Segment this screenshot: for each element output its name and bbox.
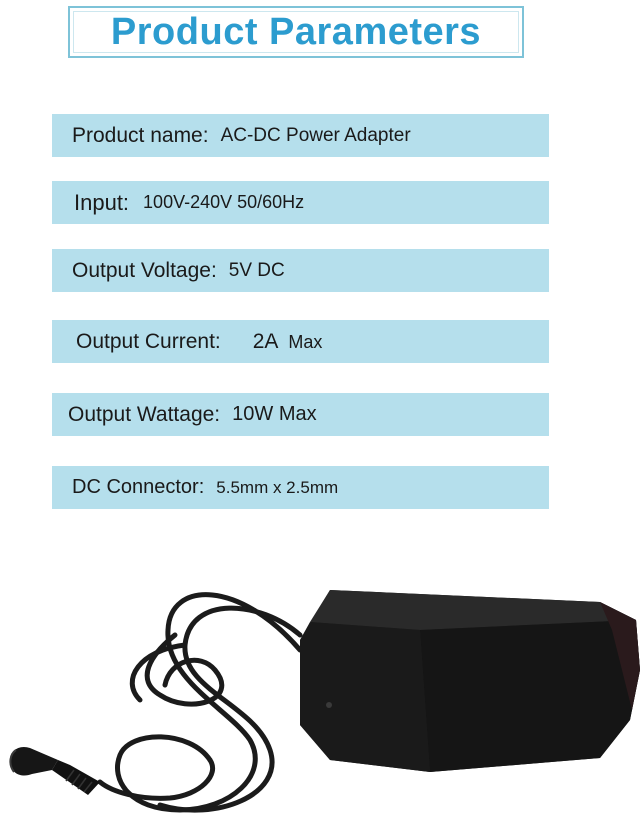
param-label: DC Connector: xyxy=(72,476,205,498)
title-banner: Product Parameters xyxy=(68,6,524,58)
cable-loop-1 xyxy=(115,592,303,813)
param-row-output-current: Output Current: 2A Max xyxy=(52,320,549,363)
param-label: Product name: xyxy=(72,123,209,147)
cable-to-plug xyxy=(97,757,215,801)
led-indicator xyxy=(326,702,332,708)
param-value: 5.5mm x 2.5mm xyxy=(216,477,339,497)
param-value: 10W Max xyxy=(232,403,317,425)
page-title: Product Parameters xyxy=(110,10,482,53)
param-label: Output Current: xyxy=(76,329,221,353)
adapter-body xyxy=(300,590,640,772)
power-adapter-photo xyxy=(9,590,640,813)
param-value: 2A xyxy=(252,329,279,353)
param-value-group: 2A Max xyxy=(253,330,323,354)
param-row-output-voltage: Output Voltage: 5V DC xyxy=(52,249,549,292)
param-row-product-name: Product name: AC-DC Power Adapter xyxy=(52,114,549,157)
param-label: Input: xyxy=(74,189,130,215)
param-value: 5V DC xyxy=(228,259,285,281)
param-label: Output Wattage: xyxy=(68,402,221,426)
param-label: Output Voltage: xyxy=(72,258,217,282)
param-value: AC-DC Power Adapter xyxy=(220,124,411,146)
param-row-dc-connector: DC Connector: 5.5mm x 2.5mm xyxy=(52,466,549,509)
param-row-output-wattage: Output Wattage: 10W Max xyxy=(52,393,549,436)
cable-loop-3 xyxy=(144,632,225,707)
cable-loop-2 xyxy=(157,605,303,813)
title-inner-border xyxy=(73,11,519,53)
cable-loop-4 xyxy=(129,642,188,703)
dc-plug xyxy=(9,746,100,795)
param-value: 100V-240V 50/60Hz xyxy=(143,192,305,212)
param-value-suffix: Max xyxy=(288,331,323,352)
param-row-input: Input: 100V-240V 50/60Hz xyxy=(52,181,549,224)
